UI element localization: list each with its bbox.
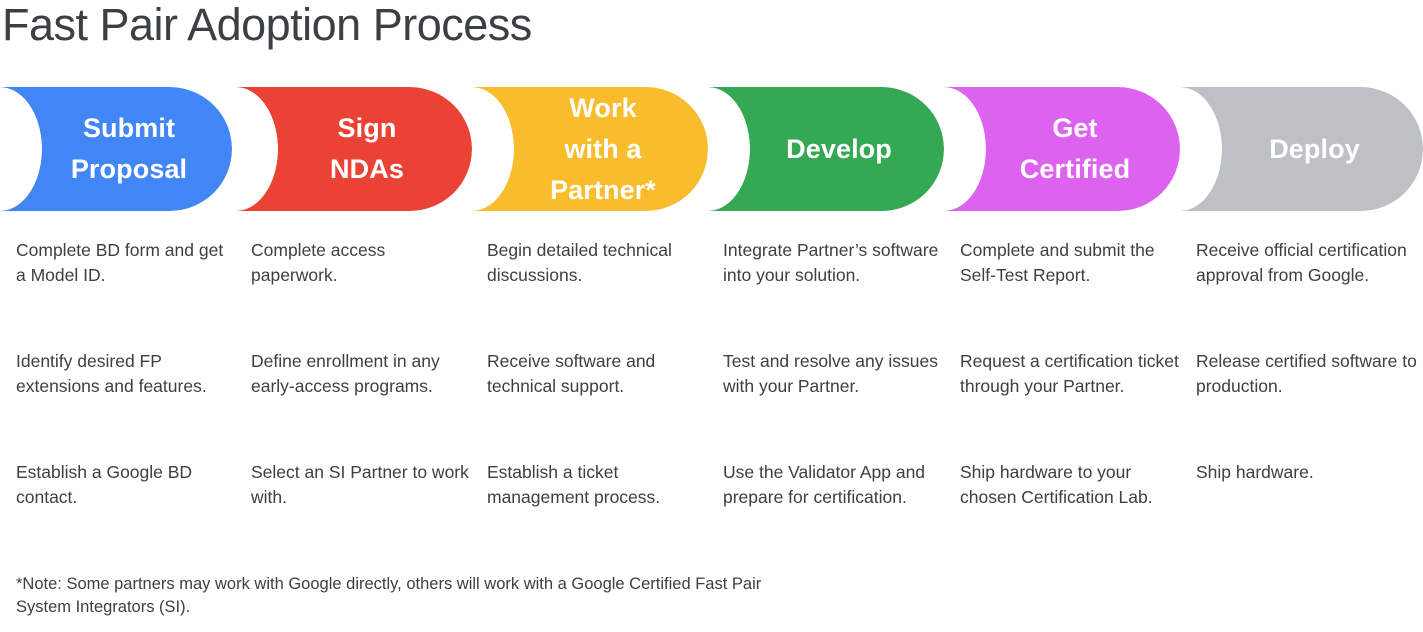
- process-stage-1[interactable]: Submit Proposal: [0, 87, 232, 211]
- stage-bullet: Complete access paperwork.: [251, 240, 386, 285]
- process-stage-label: Work with a Partner*: [550, 92, 656, 205]
- process-stage-shape: [0, 87, 232, 211]
- stage-bullet: Identify desired FP extensions and featu…: [16, 351, 207, 396]
- stage-bullet: Select an SI Partner to work with.: [251, 462, 469, 507]
- process-stage-label: Get Certified: [1019, 113, 1131, 184]
- process-stage-label: Sign NDAs: [330, 113, 404, 184]
- stage-bullet: Receive official certification approval …: [1196, 240, 1407, 285]
- process-stage-shape: [1180, 87, 1423, 211]
- stage-bullet: Request a certification ticket through y…: [960, 351, 1179, 396]
- stage-bullet: Use the Validator App and prepare for ce…: [723, 462, 926, 507]
- process-stage-4[interactable]: Develop: [708, 87, 944, 211]
- process-stage-shape: [708, 87, 944, 211]
- process-stage-label: Deploy: [1269, 133, 1360, 164]
- stage-bullet: Integrate Partner’s software into your s…: [723, 240, 939, 285]
- stage-bullet: Establish a ticket management process.: [487, 462, 661, 507]
- process-stage-shape: [944, 87, 1180, 211]
- stage-bullet: Define enrollment in any early-access pr…: [251, 351, 440, 396]
- process-stage-label: Submit Proposal: [70, 113, 188, 184]
- process-stage-5[interactable]: Get Certified: [944, 87, 1180, 211]
- stage-bullet: Receive software and technical support.: [487, 351, 656, 396]
- process-stage-shape: [472, 87, 708, 211]
- footnote: *Note: Some partners may work with Googl…: [16, 575, 762, 616]
- stage-bullet: Complete and submit the Self-Test Report…: [960, 240, 1155, 285]
- process-banner: Submit Proposal Sign NDAs Work with a Part…: [0, 87, 1423, 211]
- stage-bullet: Release certified software to production…: [1196, 351, 1417, 396]
- stage-bullet: Complete BD form and get a Model ID.: [16, 240, 224, 285]
- stage-bullet: Ship hardware to your chosen Certificati…: [960, 462, 1153, 507]
- page-title: Fast Pair Adoption Process: [2, 0, 532, 50]
- stage-bullet: Test and resolve any issues with your Pa…: [723, 351, 938, 396]
- stage-detail-columns: Complete BD form and get a Model ID. Iden…: [0, 238, 1423, 568]
- stage-bullet: Begin detailed technical discussions.: [487, 240, 672, 285]
- stage-bullet: Ship hardware.: [1196, 462, 1314, 482]
- process-stage-label: Develop: [786, 133, 892, 164]
- process-stage-shape: [236, 87, 472, 211]
- process-stage-2[interactable]: Sign NDAs: [236, 87, 472, 211]
- process-stage-3[interactable]: Work with a Partner*: [472, 87, 708, 211]
- process-stage-6[interactable]: Deploy: [1180, 87, 1423, 211]
- stage-bullet: Establish a Google BD contact.: [16, 462, 193, 507]
